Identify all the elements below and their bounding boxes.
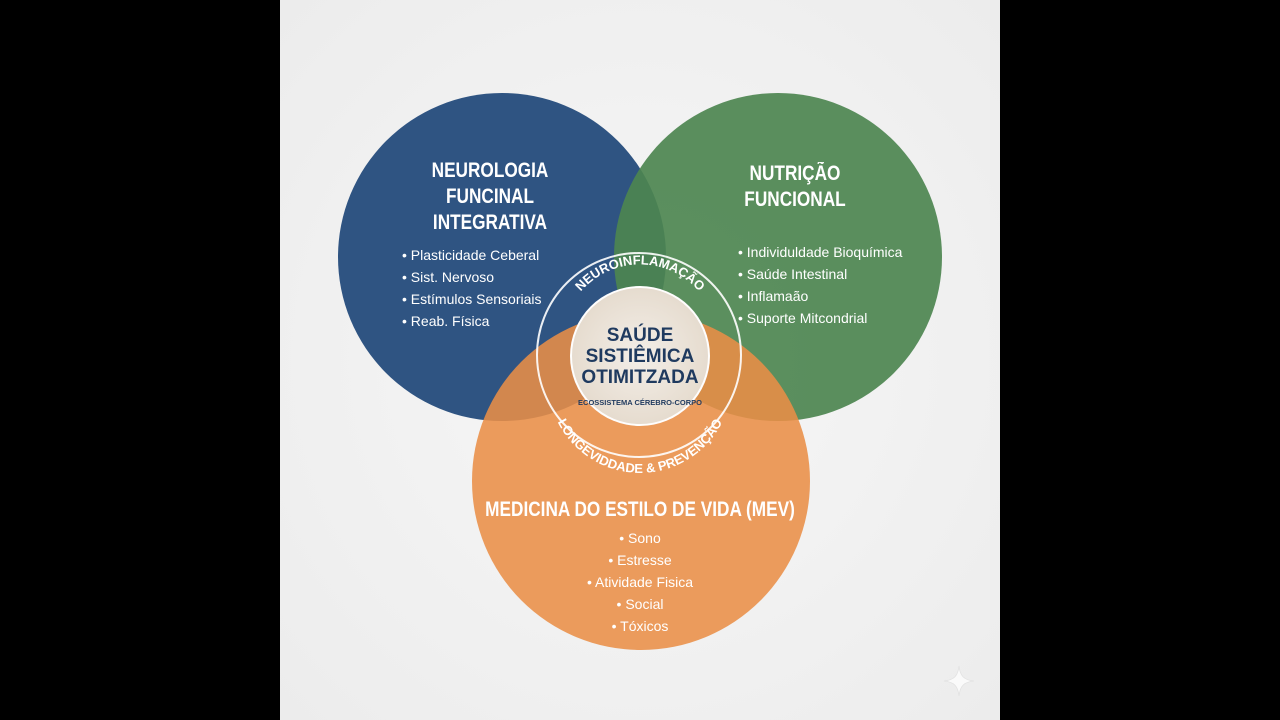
center-subtitle: ECOSSISTEMA CÉREBRO-CORPO	[578, 398, 702, 407]
center-title-line: SAÚDE	[606, 325, 674, 346]
ring-labels: NEUROINFLAMAÇÃO LONGEVIDDADE & PREVENÇÃO	[555, 252, 725, 476]
center-core	[570, 286, 710, 426]
center-title: SAÚDE SISTIÊMICA OTIMITZADA	[570, 325, 710, 388]
nutrition-title: NUTRIÇÃO FUNCIONAL	[717, 161, 873, 213]
neurology-list: Plasticidade Ceberal Sist. Nervoso Estím…	[402, 244, 542, 332]
nutrition-title-line: FUNCIONAL	[744, 188, 846, 211]
venn-diagram-canvas: NEUROLOGIA FUNCINAL INTEGRATIVA Plastici…	[280, 0, 1000, 720]
list-item: Plasticidade Ceberal	[402, 244, 542, 266]
center-title-line: SISTIÊMICA	[585, 346, 695, 367]
nutrition-title-line: NUTRIÇÃO	[749, 162, 841, 185]
list-item: Suporte Mitcondrial	[738, 307, 902, 329]
neurology-title: NEUROLOGIA FUNCINAL INTEGRATIVA	[416, 158, 564, 236]
neurology-title-line: FUNCINAL	[445, 185, 534, 208]
neurology-title-line: INTEGRATIVA	[432, 211, 548, 234]
lifestyle-medicine-title-line: MEDICINA DO ESTILO DE VIDA (MEV)	[485, 498, 795, 521]
list-item: Individuldade Bioquímica	[738, 241, 903, 263]
list-item: Reab. Física	[402, 310, 542, 332]
list-item: Saúde Intestinal	[738, 263, 902, 285]
nutrition-list: Individuldade Bioquímica Saúde Intestina…	[738, 241, 903, 329]
list-item: Estímulos Sensoriais	[402, 288, 542, 310]
list-item: Inflamaão	[738, 285, 902, 307]
list-item: Atividade Fisica	[540, 571, 740, 593]
list-item: Tóxicos	[540, 615, 740, 637]
center-title-line: OTIMITZADA	[581, 367, 699, 388]
lifestyle-medicine-title: MEDICINA DO ESTILO DE VIDA (MEV)	[476, 497, 804, 523]
neurology-title-line: NEUROLOGIA	[431, 159, 549, 182]
list-item: Sist. Nervoso	[402, 266, 542, 288]
list-item: Social	[540, 593, 740, 615]
sparkle-icon	[943, 665, 975, 697]
center-ring	[536, 252, 742, 458]
lifestyle-medicine-list: Sono Estresse Atividade Fisica Social Tó…	[540, 527, 740, 637]
list-item: Estresse	[540, 549, 740, 571]
list-item: Sono	[540, 527, 740, 549]
